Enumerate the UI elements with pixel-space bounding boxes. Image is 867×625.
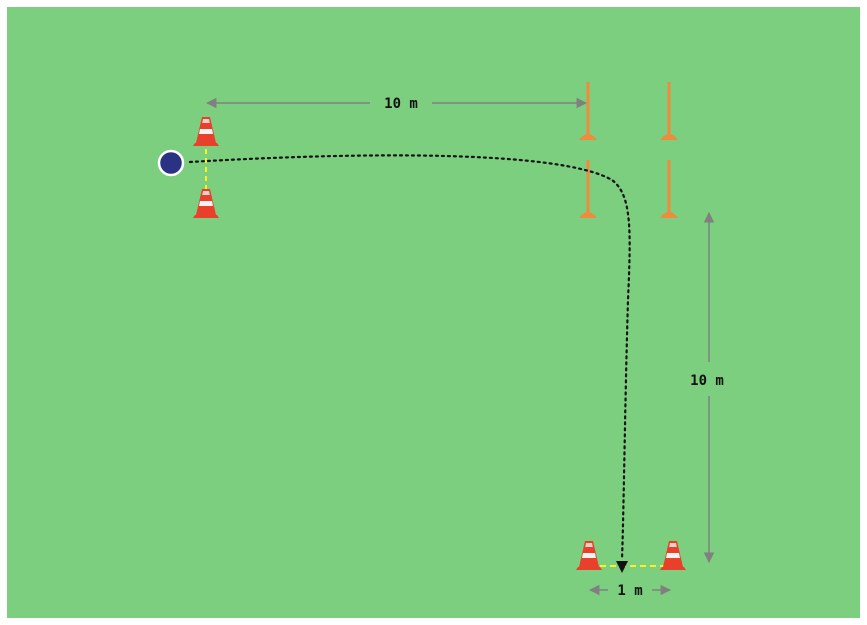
top-distance-label: 10 m [384,96,418,112]
gate-width-measure: 1 m [588,583,672,599]
right-distance-measure: 10 m [690,211,724,564]
field-background [7,7,860,618]
arrowhead-icon [616,561,628,573]
right-distance-label: 10 m [690,373,724,389]
top-distance-measure: 10 m [205,96,588,112]
player-marker-icon [157,149,185,177]
gate-width-label: 1 m [617,583,642,599]
running-path [188,154,631,562]
